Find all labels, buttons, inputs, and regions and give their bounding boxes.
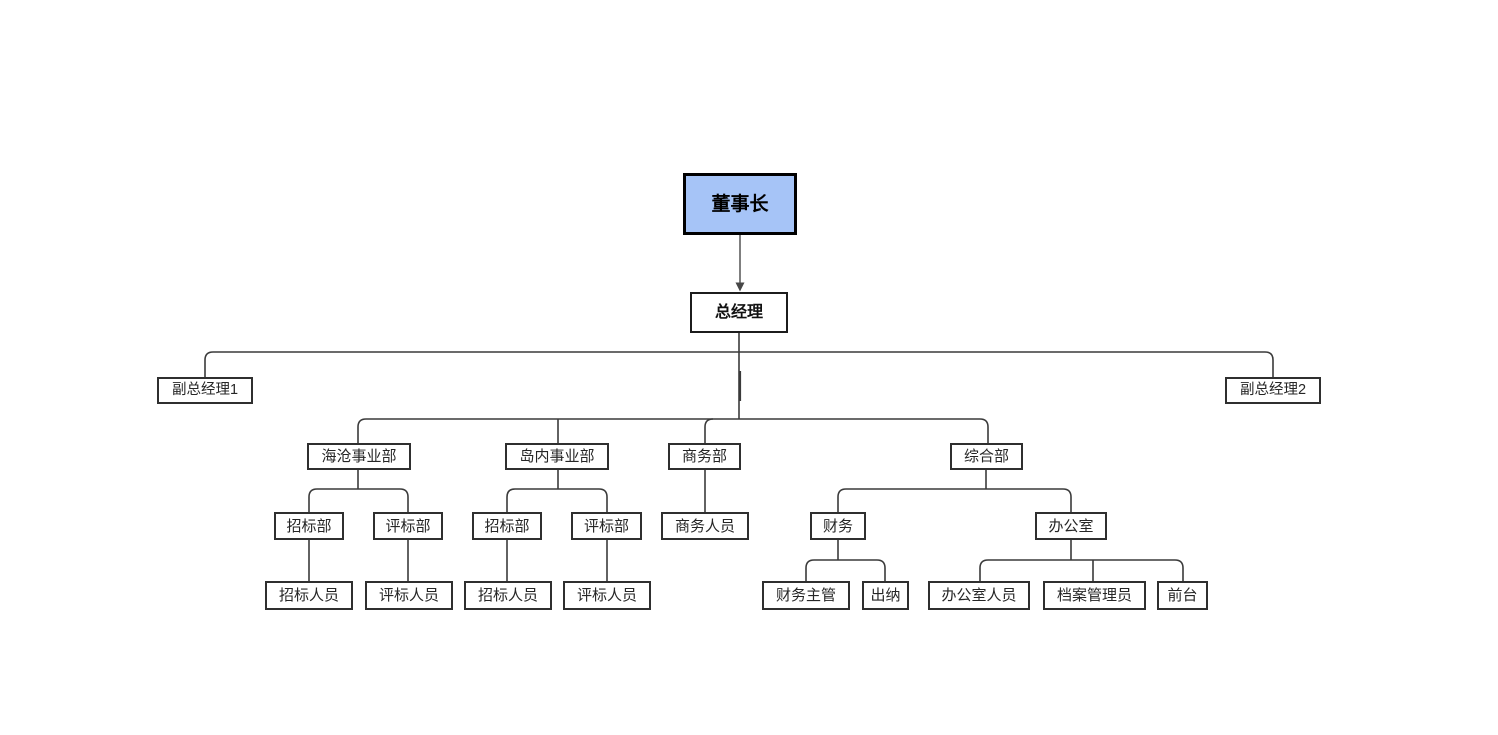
org-node-cashier[interactable]: 出纳 (862, 581, 909, 610)
org-node-general-manager[interactable]: 总经理 (690, 292, 788, 333)
org-node-evaluation-staff-daonei[interactable]: 评标人员 (563, 581, 651, 610)
org-node-chairman[interactable]: 董事长 (683, 173, 797, 235)
org-node-bidding-dept-haicang[interactable]: 招标部 (274, 512, 344, 540)
connector-departments-rail (357, 418, 989, 443)
connector-general-affairs-rail (837, 488, 1072, 512)
org-node-bidding-dept-daonei[interactable]: 招标部 (472, 512, 542, 540)
org-node-evaluation-staff-haicang[interactable]: 评标人员 (365, 581, 453, 610)
org-node-deputy-gm-1[interactable]: 副总经理1 (157, 377, 253, 404)
connector-drop-business (704, 418, 714, 443)
org-node-daonei-division[interactable]: 岛内事业部 (505, 443, 609, 470)
connector-office-rail (979, 559, 1184, 581)
arrowhead-icon (735, 282, 745, 292)
org-node-bidding-staff-haicang[interactable]: 招标人员 (265, 581, 353, 610)
connector-haicang-rail (308, 488, 409, 512)
connector-finance-rail (805, 559, 886, 581)
org-node-archives-manager[interactable]: 档案管理员 (1043, 581, 1146, 610)
connector-daonei-rail (506, 488, 608, 512)
org-node-general-affairs-dept[interactable]: 综合部 (950, 443, 1023, 470)
org-node-business-staff[interactable]: 商务人员 (661, 512, 749, 540)
org-node-bidding-staff-daonei[interactable]: 招标人员 (464, 581, 552, 610)
connector-deputies-rail (204, 351, 1274, 377)
org-node-office-staff[interactable]: 办公室人员 (928, 581, 1030, 610)
connector-chairman-gm (735, 235, 745, 292)
org-node-front-desk[interactable]: 前台 (1157, 581, 1208, 610)
org-node-haicang-division[interactable]: 海沧事业部 (307, 443, 411, 470)
org-node-business-dept[interactable]: 商务部 (668, 443, 741, 470)
org-node-deputy-gm-2[interactable]: 副总经理2 (1225, 377, 1321, 404)
org-node-finance-manager[interactable]: 财务主管 (762, 581, 850, 610)
org-node-evaluation-dept-haicang[interactable]: 评标部 (373, 512, 443, 540)
org-node-office[interactable]: 办公室 (1035, 512, 1107, 540)
org-node-finance[interactable]: 财务 (810, 512, 866, 540)
org-node-evaluation-dept-daonei[interactable]: 评标部 (571, 512, 642, 540)
